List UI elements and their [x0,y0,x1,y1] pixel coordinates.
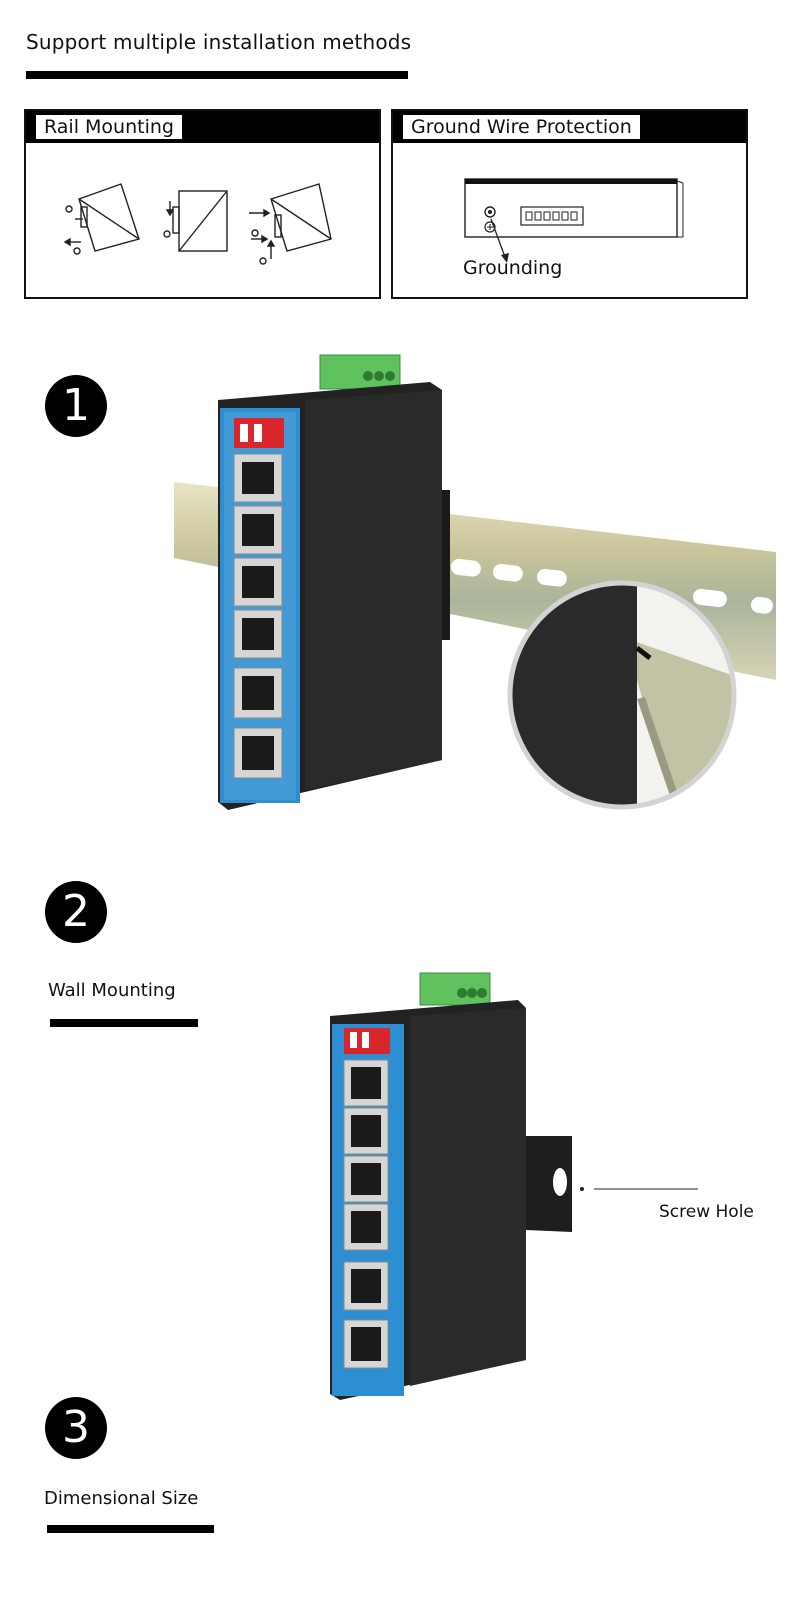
wall-mounting-title: Wall Mounting [48,980,176,1001]
rail-mounting-steps-diagram [63,183,332,265]
step-1-badge: 1 [45,375,107,437]
switch-device-wall [330,972,572,1400]
wall-mounting-underline [50,1019,198,1027]
ground-wire-label: Ground Wire Protection [403,115,640,139]
title-underline [26,71,408,79]
device-side-diagram [464,178,684,238]
page-title: Support multiple installation methods [26,30,412,54]
dimensional-size-title: Dimensional Size [44,1488,199,1509]
switch-device-rail [218,354,450,810]
rail-mounting-label: Rail Mounting [36,115,182,139]
ground-wire-header: Ground Wire Protection [393,111,746,143]
rail-mounting-panel: Rail Mounting [24,109,381,299]
rail-mounting-header: Rail Mounting [26,111,379,143]
grounding-arrow [490,218,509,263]
dimensional-size-underline [47,1525,214,1533]
screw-hole-label: Screw Hole [659,1202,754,1222]
step-3-badge: 3 [45,1397,107,1459]
screw-hole-leader-line [580,1187,698,1191]
clip-detail-zoom [507,580,737,810]
ground-wire-panel: Ground Wire Protection Grounding [391,109,748,299]
grounding-label: Grounding [463,257,563,279]
step-2-badge: 2 [45,881,107,943]
